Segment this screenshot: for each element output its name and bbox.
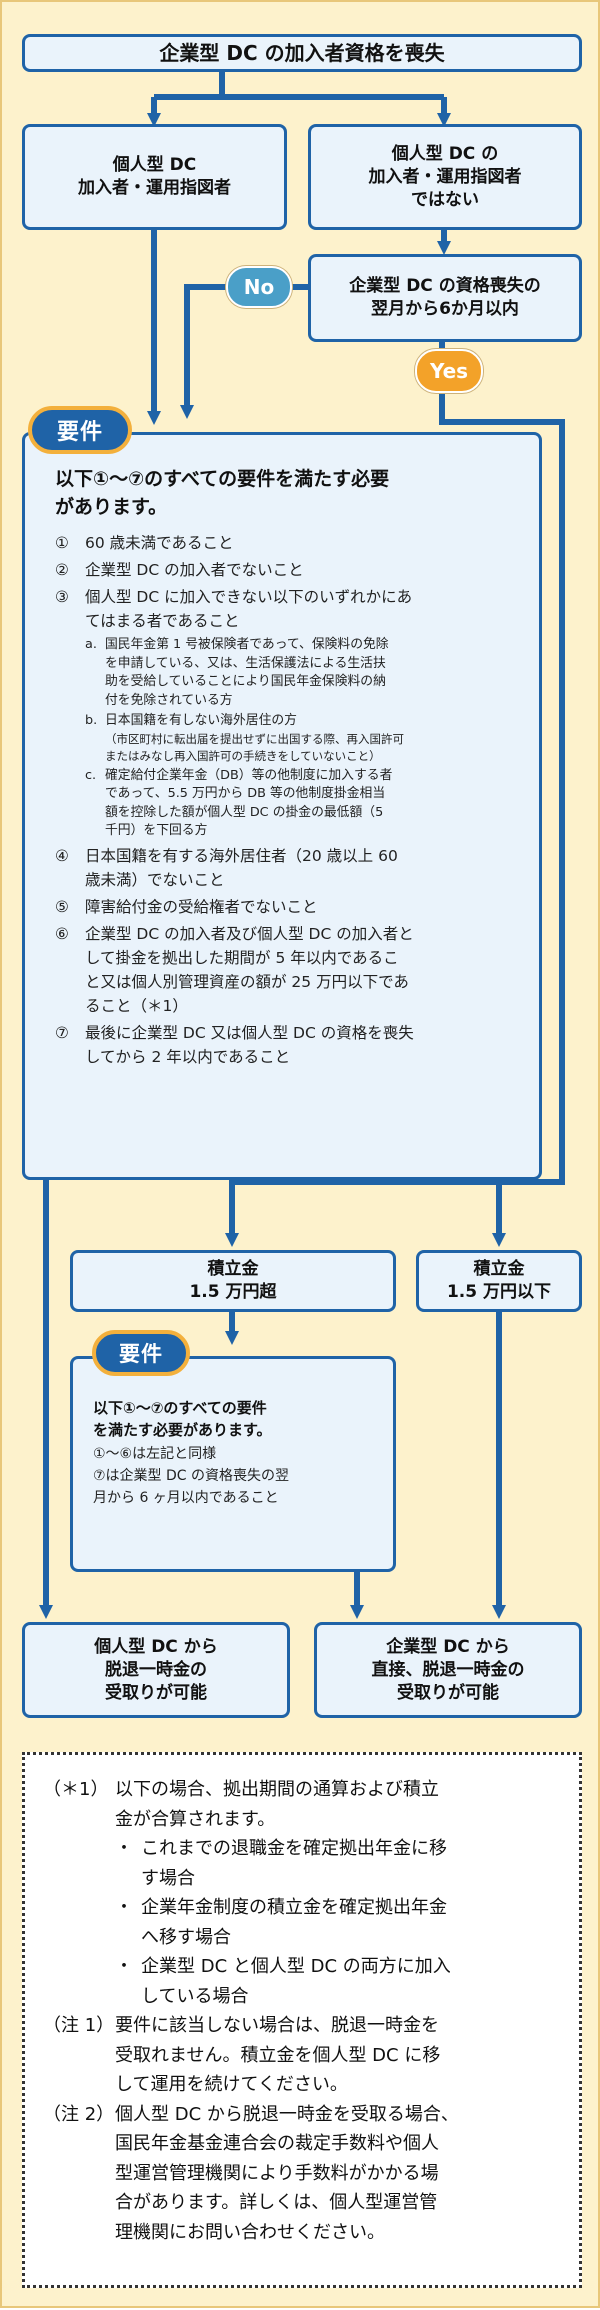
requirement-item: ⑤ 障害給付金の受給権者でないこと <box>55 897 318 916</box>
balance-under-box: 積立金 1.5 万円以下 <box>416 1250 582 1312</box>
no-badge: No <box>226 266 292 308</box>
box-line: 翌月から6か月以内 <box>371 299 519 319</box>
requirement-sub-item: a. 国民年金第 1 号被保険者であって、保険料の免除 を申請している、又は、生… <box>85 637 389 708</box>
requirement-item: ③ 個人型 DC に加入できない以下のいずれかにあ てはまる者であること a. … <box>55 585 525 841</box>
dc-loss-title-box: 企業型 DC の加入者資格を喪失 <box>22 34 582 72</box>
title-line: 企業型 DC の加入者資格を喪失 <box>159 40 445 65</box>
yes-badge: Yes <box>415 349 483 393</box>
result-corporate-dc-box: 企業型 DC から 直接、脱退一時金の 受取りが可能 <box>314 1622 582 1718</box>
box-line: 直接、脱退一時金の <box>371 1659 525 1680</box>
individual-dc-member-box: 個人型 DC 加入者・運用指図者 <box>22 124 287 230</box>
within-six-months-box: 企業型 DC の資格喪失の 翌月から6か月以内 <box>308 254 582 342</box>
box-line: ではない <box>411 189 479 210</box>
box-line: 積立金 <box>473 1259 525 1279</box>
note-bullet: ・ 企業型 DC と個人型 DC の両方に加入 している場合 <box>115 1956 451 2007</box>
balance-over-box: 積立金 1.5 万円超 <box>70 1250 396 1312</box>
note-2: （注 2） 個人型 DC から脱退一時金を受取る場合、 国民年金基金連合会の裁定… <box>43 2103 459 2243</box>
box-line: 1.5 万円超 <box>189 1282 277 1302</box>
box-line: 個人型 DC の <box>391 143 499 164</box>
box-line: 個人型 DC <box>112 155 197 175</box>
box-line: 受取りが可能 <box>397 1682 499 1703</box>
box-line: 加入者・運用指図者 <box>78 178 231 198</box>
requirement-sub-item: c. 確定給付企業年金（DB）等の他制度に加入する者 であって、5.5 万円から… <box>85 767 393 839</box>
box-line: 加入者・運用指図者 <box>368 166 522 187</box>
requirement-sub-item: b. 日本国籍を有しない海外居住の方 （市区町村に転出届を提出せずに出国する際、… <box>85 712 525 765</box>
box-line: 企業型 DC から <box>386 1636 510 1657</box>
requirement-item: ⑦ 最後に企業型 DC 又は個人型 DC の資格を喪失 してから 2 年以内であ… <box>55 1023 414 1066</box>
note-asterisk-1: （＊1） 以下の場合、拠出期間の通算および積立 金が合算されます。 ・ これまで… <box>43 1775 565 2011</box>
requirement-sub-list: a. 国民年金第 1 号被保険者であって、保険料の免除 を申請している、又は、生… <box>85 636 525 841</box>
box-line: 1.5 万円以下 <box>446 1282 552 1302</box>
requirements-box-2: 以下①～⑦のすべての要件 を満たす必要があります。 ①～⑥は左記と同様 ⑦は企業… <box>70 1356 396 1572</box>
requirements-tag: 要件 <box>28 406 132 454</box>
requirement-item: ② 企業型 DC の加入者でないこと <box>55 561 304 579</box>
notes-box: （＊1） 以下の場合、拠出期間の通算および積立 金が合算されます。 ・ これまで… <box>22 1752 582 2288</box>
requirements-2-tag: 要件 <box>92 1330 190 1376</box>
requirement-item: ① 60 歳未満であること <box>55 534 234 552</box>
requirements-2-heading: 以下①～⑦のすべての要件 を満たす必要があります。 <box>93 1399 272 1439</box>
requirement-item: ④ 日本国籍を有する海外居住者（20 歳以上 60 歳未満）でないこと <box>55 846 398 889</box>
arrow-top-split <box>151 65 447 114</box>
box-line: 積立金 <box>207 1259 259 1279</box>
requirements-heading: 以下①～⑦のすべての要件を満たす必要 があります。 <box>55 468 390 518</box>
not-individual-dc-member-box: 個人型 DC の 加入者・運用指図者 ではない <box>308 124 582 230</box>
sub-item-note: （市区町村に転出届を提出せずに出国する際、再入国許可 またはみなし再入国許可の手… <box>105 731 404 763</box>
note-bullet: ・ 企業年金制度の積立金を確定拠出年金 へ移す場合 <box>115 1897 447 1948</box>
note-bullet: ・ これまでの退職金を確定拠出年金に移 す場合 <box>115 1838 447 1889</box>
note-1: （注 1） 要件に該当しない場合は、脱退一時金を 受取れません。積立金を個人型 … <box>43 2015 441 2095</box>
requirements-box: 以下①～⑦のすべての要件を満たす必要 があります。 ① 60 歳未満であること … <box>22 432 542 1180</box>
requirements-2-line: ⑦は企業型 DC の資格喪失の翌 月から 6 ヶ月以内であること <box>93 1468 290 1506</box>
box-line: 個人型 DC から <box>94 1636 218 1657</box>
box-line: 受取りが可能 <box>105 1682 207 1703</box>
requirements-2-line: ①～⑥は左記と同様 <box>93 1446 217 1462</box>
result-individual-dc-box: 個人型 DC から 脱退一時金の 受取りが可能 <box>22 1622 290 1718</box>
requirement-item: ⑥ 企業型 DC の加入者及び個人型 DC の加入者と して掛金を拠出した期間が… <box>55 924 414 1015</box>
box-line: 企業型 DC の資格喪失の <box>349 276 541 296</box>
box-line: 脱退一時金の <box>105 1659 207 1680</box>
